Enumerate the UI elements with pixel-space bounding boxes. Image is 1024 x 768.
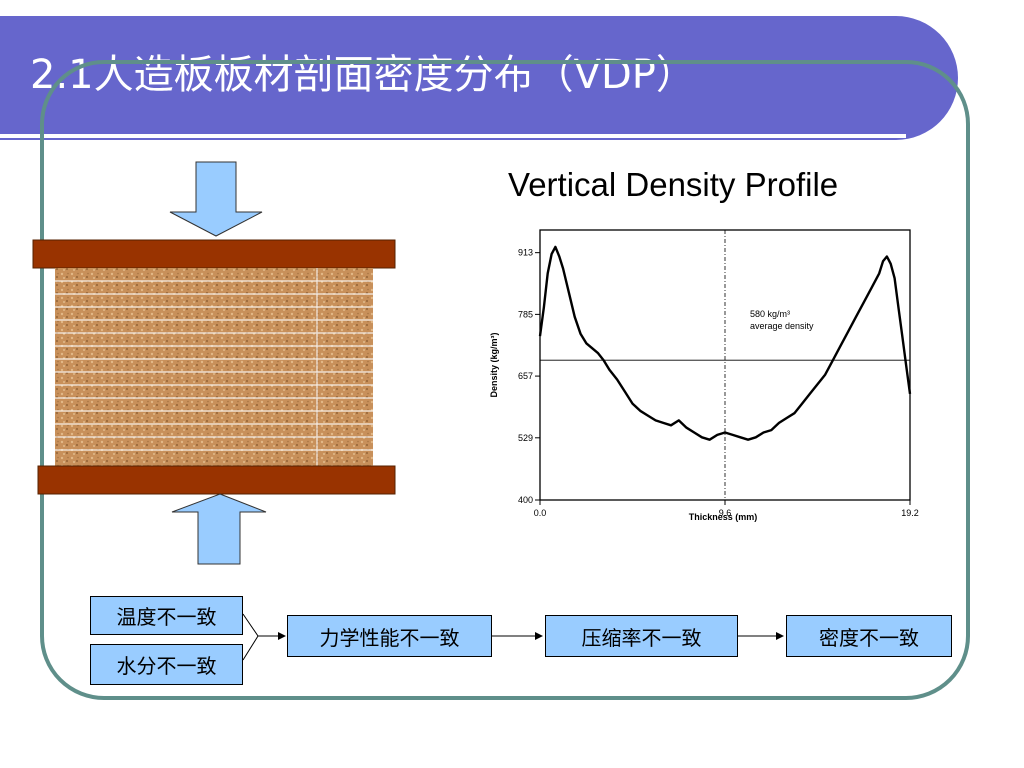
temperature-inconsistent-box: 温度不一致 [90, 596, 243, 635]
moisture-inconsistent-box: 水分不一致 [90, 644, 243, 685]
x-tick-label-1: 9.6 [719, 508, 732, 518]
mechanical-inconsistent-box: 力学性能不一致 [287, 615, 492, 657]
title-bar [0, 16, 958, 140]
board-layers [55, 268, 373, 466]
y-axis-label: Density (kg/m³) [489, 332, 499, 397]
merge-bracket [242, 613, 259, 661]
x-tick-label-2: 19.2 [901, 508, 919, 518]
density-inconsistent-box: 密度不一致 [786, 615, 952, 657]
y-tick-label-4: 913 [518, 248, 533, 258]
compression-inconsistent-box: 压缩率不一致 [545, 615, 738, 657]
annotation-line-2: average density [750, 321, 814, 331]
density-series-line [538, 245, 912, 441]
page-title: 2.1人造板板材剖面密度分布（VDP） [30, 52, 696, 98]
y-tick-label-3: 785 [518, 309, 533, 319]
density-profile-chart: 400 529 657 785 913 0.0 9.6 19.2 580 kg/m³ ave… [489, 229, 919, 522]
chart-caption: Vertical Density Profile [508, 166, 839, 203]
y-tick-label-0: 400 [518, 495, 533, 505]
annotation-line-1: 580 kg/m³ [750, 309, 790, 319]
top-press-arrow [169, 161, 263, 237]
title-underline [0, 134, 906, 138]
y-tick-label-2: 657 [518, 371, 533, 381]
bottom-platen [37, 465, 396, 495]
x-axis-label: Thickness (mm) [689, 512, 758, 522]
board-core [55, 268, 373, 466]
y-tick-label-1: 529 [518, 433, 533, 443]
slide-frame [40, 60, 970, 700]
bottom-press-arrow [171, 493, 267, 565]
x-tick-label-0: 0.0 [534, 508, 547, 518]
